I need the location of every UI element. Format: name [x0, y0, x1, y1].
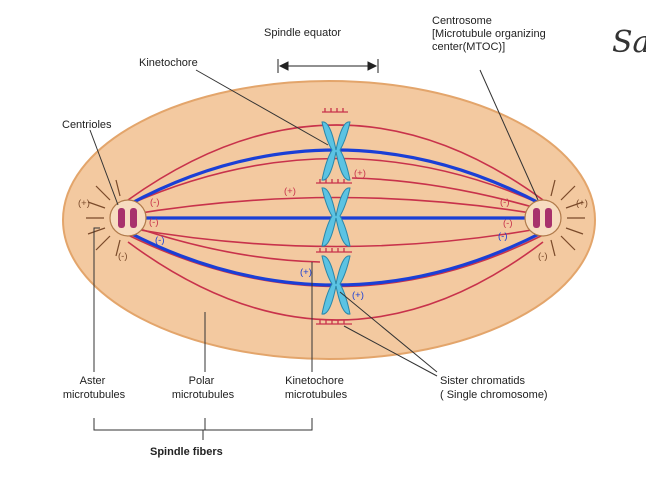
cell-body [62, 80, 596, 360]
centrosome-right [524, 199, 562, 237]
polar-microtubules-label: Polar microtubules [172, 375, 235, 401]
polarity-minus: (-) [500, 197, 510, 208]
centriole-icon [545, 208, 552, 228]
polarity-minus: (-) [503, 218, 513, 229]
polarity-plus: (+) [352, 290, 364, 301]
kinetochore-label: Kinetochore [139, 57, 198, 69]
centriole-icon [533, 208, 540, 228]
chromosome [321, 121, 351, 181]
centrosome-label: Centrosome [Microtubule organizing cente… [432, 15, 549, 53]
polarity-plus: (+) [300, 267, 312, 278]
corner-script-text: Sa [612, 25, 646, 60]
centriole-icon [118, 208, 125, 228]
polarity-minus: (-) [150, 197, 160, 208]
spindle-fibers-bracket [93, 418, 313, 440]
centrosome-left [109, 199, 147, 237]
polarity-minus: (-) [149, 217, 159, 228]
polarity-plus: (+) [576, 198, 588, 209]
polarity-minus: (-) [118, 251, 128, 262]
spindle-fibers-label: Spindle fibers [150, 446, 223, 458]
chromosome [321, 255, 351, 315]
polar-microtubules [127, 124, 544, 321]
centriole-icon [130, 208, 137, 228]
sister-chromatids-label: Sister chromatids ( Single chromosome) [440, 375, 548, 401]
aster-microtubules-label: Aster microtubules [63, 375, 126, 401]
polarity-minus: (-) [538, 251, 548, 262]
kinetochore-microtubules-label: Kinetochore microtubules [285, 375, 348, 401]
polarity-plus: (+) [284, 186, 296, 197]
polarity-minus: (-) [155, 235, 165, 246]
aster-left [86, 179, 121, 257]
aster-right [550, 179, 585, 257]
chromosome [321, 187, 351, 247]
leader-lines [89, 69, 539, 377]
centrioles-label: Centrioles [62, 119, 112, 131]
spindle-equator-label: Spindle equator [264, 27, 341, 39]
polarity-plus: (+) [354, 168, 366, 179]
polarity-minus: (-) [498, 231, 508, 242]
polarity-plus: (+) [78, 198, 90, 209]
spindle-equator-arrow [277, 59, 379, 73]
kinetochore-markers [316, 108, 352, 325]
